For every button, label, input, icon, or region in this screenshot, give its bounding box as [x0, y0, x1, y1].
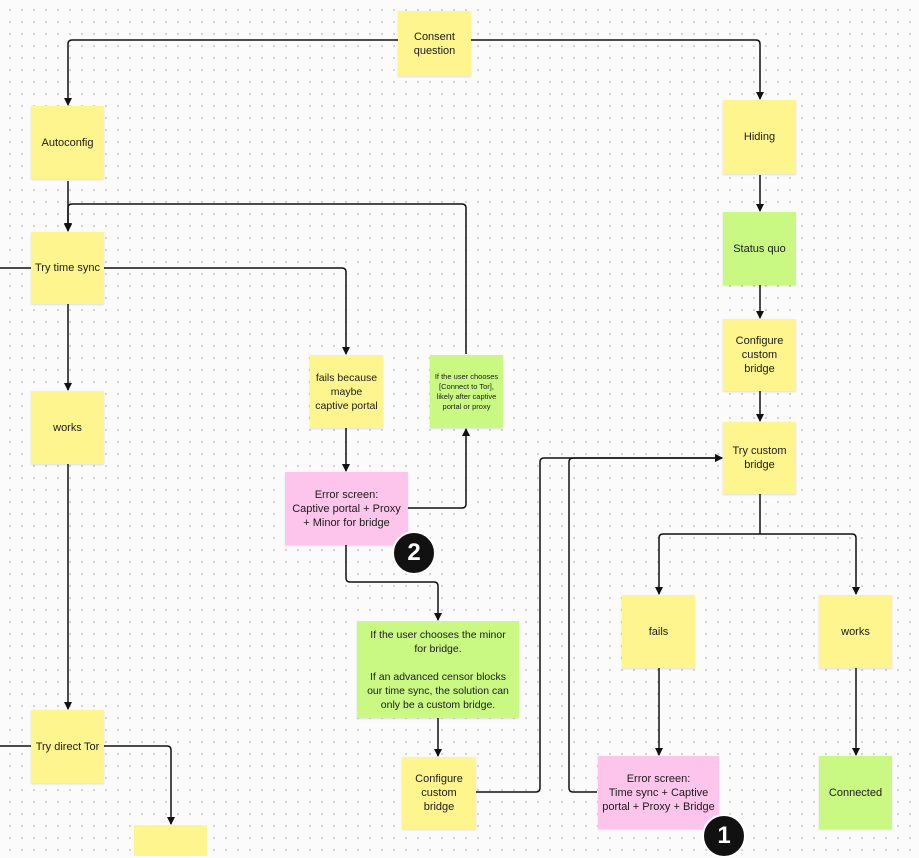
arrow-trydirect-down [104, 745, 175, 825]
error-screen-time-sync-note[interactable]: Error screen: Time sync + Captive portal… [598, 756, 719, 829]
arrow-consent-hiding [471, 39, 764, 100]
badge-two: 2 [392, 531, 436, 575]
try-direct-tor-note[interactable]: Try direct Tor [31, 710, 104, 783]
status-quo-note[interactable]: Status quo [723, 212, 796, 285]
arrow-error-userconnect [408, 428, 470, 509]
error-screen-captive-proxy-note[interactable]: Error screen: Captive portal + Proxy + M… [285, 472, 408, 545]
works-right-note[interactable]: works [819, 595, 892, 668]
fails-captive-portal-note[interactable]: fails because maybe captive portal [310, 355, 383, 428]
arrow-trycustom-works [760, 533, 860, 595]
try-time-sync-note[interactable]: Try time sync [31, 232, 104, 304]
works-left-note[interactable]: works [31, 391, 104, 464]
arrow-userconnect-timesync [64, 203, 467, 354]
badge-one: 1 [702, 814, 746, 858]
arrow-configure-trycustom-bottom [476, 454, 723, 793]
fails-right-note[interactable]: fails [622, 595, 695, 668]
arrow-error-minorbridge [345, 545, 442, 621]
configure-custom-bridge-bottom-note[interactable]: Configure custom bridge [402, 757, 476, 829]
user-connect-tor-note[interactable]: If the user chooses [Connect to Tor], li… [430, 355, 503, 428]
configure-custom-bridge-right-note[interactable]: Configure custom bridge [723, 319, 796, 391]
arrow-error-trycustom [568, 454, 723, 793]
try-custom-bridge-note[interactable]: Try custom bridge [723, 422, 796, 494]
arrow-timesync-fails [104, 267, 350, 355]
hiding-note[interactable]: Hiding [723, 100, 796, 174]
consent-question-note[interactable]: Consent question [398, 11, 471, 76]
user-minor-bridge-note[interactable]: If the user chooses the minor for bridge… [357, 621, 519, 718]
arrow-consent-autoconfig [64, 39, 398, 106]
partial-bottom-note[interactable] [134, 825, 207, 856]
autoconfig-note[interactable]: Autoconfig [31, 106, 104, 179]
connected-note[interactable]: Connected [819, 756, 892, 829]
arrow-trycustom-fails [655, 533, 760, 595]
